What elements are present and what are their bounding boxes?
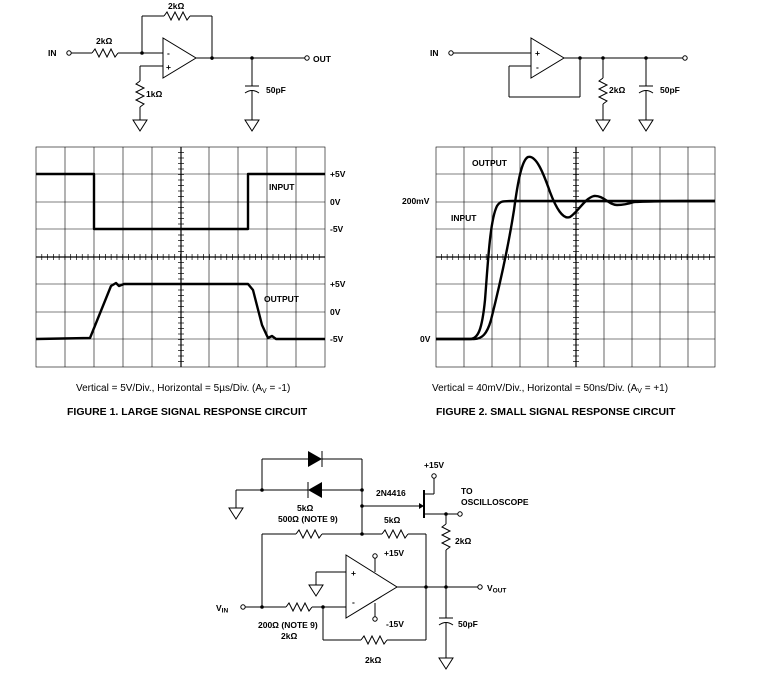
fig2-caption: Vertical = 40mV/Div., Horizontal = 50ns/… (432, 383, 668, 395)
fig3-r-500-note-label: 500Ω (NOTE 9) (278, 514, 338, 524)
fig2-schematic: IN + - 2kΩ 50pF (430, 37, 688, 132)
fig3-r-200-note-label: 200Ω (NOTE 9) (258, 620, 318, 630)
fig3-vout-label: VOUT (487, 583, 506, 595)
fig2-in-terminal (448, 50, 454, 56)
fig2-opamp-plus: + (535, 48, 540, 58)
fig1-opamp (162, 37, 197, 79)
fig2-output-trace-label: OUTPUT (472, 158, 508, 168)
fig1-lower-plus5: +5V (330, 279, 346, 289)
fig3-ground-symbol-a (228, 499, 244, 520)
fig1-r-feedback-label: 2kΩ (168, 1, 184, 11)
fig3-vout-terminal (477, 584, 483, 590)
fig3-resistor-5k (381, 528, 409, 540)
fig2-input-trace-label: INPUT (451, 213, 477, 223)
fig3-opamp (345, 554, 398, 619)
fig1-upper-minus5: -5V (330, 224, 344, 234)
fig2-out-terminal (682, 55, 688, 61)
fig1-upper-plus5: +5V (330, 169, 346, 179)
fig3-r-2k-fb-label: 2kΩ (365, 655, 381, 665)
fig3-ground-symbol-b (308, 576, 324, 597)
fig1-scope: INPUT OUTPUT +5V 0V -5V +5V 0V -5V (35, 146, 346, 368)
fig1-c-load-label: 50pF (266, 85, 286, 95)
fig2-opamp-minus: - (536, 62, 539, 72)
fig1-output-trace (35, 281, 325, 341)
fig1-ground-symbol-a (132, 111, 148, 132)
fig3-source-resistor (440, 523, 452, 551)
fig2-output-trace (436, 155, 716, 341)
fig3-diode-upper (308, 451, 322, 467)
fig3-diode-lower (308, 482, 322, 498)
fig3-r-2k-source-label: 2kΩ (455, 536, 471, 546)
fig1-feedback-resistor (163, 10, 191, 22)
fig3-to-label: TO (461, 486, 473, 496)
fig3-resistor-200 (285, 601, 313, 613)
fig1-input-trace-label: INPUT (269, 182, 295, 192)
fig1-upper-zero: 0V (330, 197, 341, 207)
fig3-supply-neg: -15V (386, 619, 404, 629)
fig3-resistor-500 (295, 528, 323, 540)
fig3-supply-pos: +15V (384, 548, 404, 558)
fig1-lower-minus5: -5V (330, 334, 344, 344)
fig1-ground-resistor (134, 80, 146, 108)
fig3-oscilloscope-label: OSCILLOSCOPE (461, 497, 529, 507)
fig1-opamp-plus: + (166, 62, 171, 72)
fig2-ground-symbol-a (595, 111, 611, 132)
fig1-r-ground-label: 1kΩ (146, 89, 162, 99)
fig2-input-trace (436, 199, 715, 341)
fig1-title: FIGURE 1. LARGE SIGNAL RESPONSE CIRCUIT (67, 406, 308, 418)
fig3-r-5k-a-label: 5kΩ (297, 503, 313, 513)
fig3-schematic: +15V 2N4416 TO OSCILLOSCOPE 2kΩ 5kΩ 500Ω… (216, 451, 529, 670)
fig3-supply-top: +15V (424, 460, 444, 470)
fig1-out-label: OUT (313, 54, 332, 64)
fig1-input-trace (36, 172, 325, 231)
fig3-opamp-plus: + (351, 568, 356, 578)
fig1-out-terminal (304, 55, 310, 61)
fig3-ground-symbol-c (438, 649, 454, 670)
fig1-ground-symbol-b (244, 111, 260, 132)
fig2-r-load-label: 2kΩ (609, 85, 625, 95)
fig1-output-trace-label: OUTPUT (264, 294, 300, 304)
fig2-scope: OUTPUT INPUT 200mV 0V (402, 146, 716, 368)
fig2-title: FIGURE 2. SMALL SIGNAL RESPONSE CIRCUIT (436, 406, 676, 418)
fig1-schematic: IN 2kΩ 2kΩ - + 1kΩ OUT 50pF (48, 1, 332, 132)
fig3-r-5k-b-label: 5kΩ (384, 515, 400, 525)
fig2-in-label: IN (430, 48, 439, 58)
fig1-r-input-label: 2kΩ (96, 36, 112, 46)
fig1-lower-zero: 0V (330, 307, 341, 317)
fig3-scope-terminal (457, 511, 463, 517)
fig2-ground-symbol-b (638, 111, 654, 132)
fig3-c-load-label: 50pF (458, 619, 478, 629)
fig1-caption: Vertical = 5V/Div., Horizontal = 5µs/Div… (76, 383, 290, 395)
fig2-c-load-label: 50pF (660, 85, 680, 95)
fig3-vin-label: VIN (216, 603, 228, 615)
fig3-vin-terminal (240, 604, 246, 610)
fig1-in-label: IN (48, 48, 57, 58)
fig3-r-2k-in-label: 2kΩ (281, 631, 297, 641)
fig3-fet-label: 2N4416 (376, 488, 406, 498)
fig3-resistor-2k-feedback (360, 634, 388, 646)
fig2-level-low: 0V (420, 334, 431, 344)
fig1-in-terminal (66, 50, 72, 56)
fig3-opamp-minus: - (352, 597, 355, 607)
fig2-opamp (530, 37, 565, 79)
fig1-opamp-minus: - (167, 48, 170, 58)
fig1-input-resistor (91, 47, 119, 59)
fig2-level-high: 200mV (402, 196, 430, 206)
fig2-load-resistor (597, 77, 609, 105)
